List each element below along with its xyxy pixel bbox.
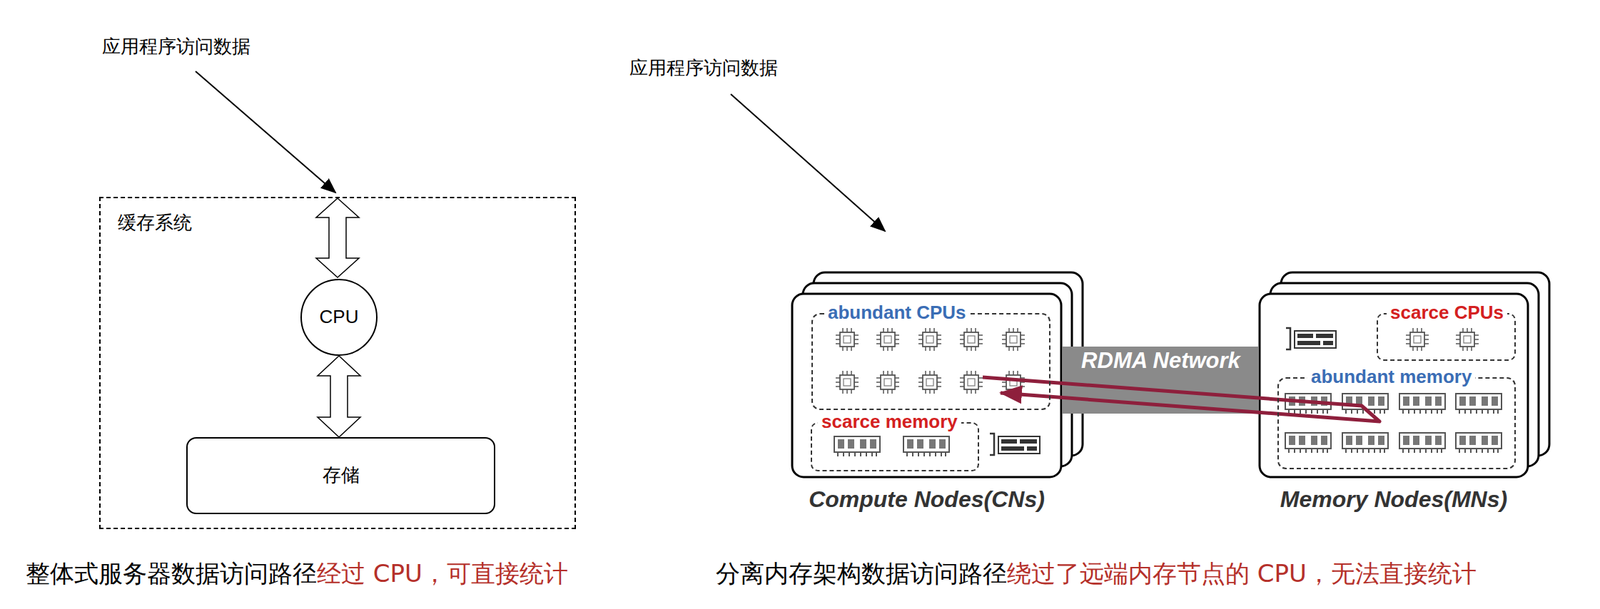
- block-double-arrow: [316, 198, 359, 278]
- block-double-arrow: [317, 356, 361, 438]
- leader-arrow: [195, 71, 336, 193]
- cpu-group: scarce CPUs: [1376, 313, 1516, 362]
- node-label: 缓存系统: [117, 212, 192, 235]
- node-label: abundant CPUs: [824, 302, 970, 324]
- nic-icon: [989, 433, 1040, 456]
- node-label: CPU: [319, 306, 359, 329]
- node-label: scarce CPUs: [1386, 302, 1508, 324]
- cpu-group: abundant CPUs: [811, 313, 1051, 411]
- memory-group: scarce memory: [810, 422, 980, 472]
- node-label: 存储: [322, 465, 360, 487]
- memory-node: Memory Nodes(MNs)scarce CPUsabundant mem…: [1259, 294, 1528, 478]
- node-label: Compute Nodes(CNs): [808, 486, 1045, 514]
- card-front: [792, 294, 1062, 478]
- group-box: 缓存系统 CPU 存储: [99, 196, 576, 530]
- cpu-circle: CPU: [300, 279, 378, 357]
- node-label: Memory Nodes(MNs): [1280, 486, 1508, 514]
- storage-box: 存储: [186, 437, 496, 515]
- caption-text: 整体式服务器数据访问路径: [25, 559, 317, 589]
- node-label: abundant memory: [1307, 366, 1476, 389]
- card-front: [1259, 294, 1528, 478]
- caption-highlight: 绕过了远端内存节点的 CPU，无法直接统计: [1006, 559, 1477, 589]
- node-label: scarce memory: [817, 411, 962, 434]
- node-label: RDMA Network: [1081, 348, 1241, 374]
- nic-icon: [1285, 328, 1336, 350]
- memory-group: abundant memory: [1277, 377, 1516, 470]
- caption-text: 分离内存架构数据访问路径: [715, 559, 1007, 589]
- leader-arrow: [730, 94, 885, 232]
- cpu-chips: [835, 328, 1479, 394]
- network-band: RDMA Network: [1062, 346, 1259, 414]
- caption-highlight: 经过 CPU，可直接统计: [316, 559, 569, 589]
- compute-node: Compute Nodes(CNs)abundant CPUsscarce me…: [792, 294, 1062, 478]
- access-note: 应用程序访问数据: [629, 57, 778, 80]
- access-note: 应用程序访问数据: [102, 35, 251, 58]
